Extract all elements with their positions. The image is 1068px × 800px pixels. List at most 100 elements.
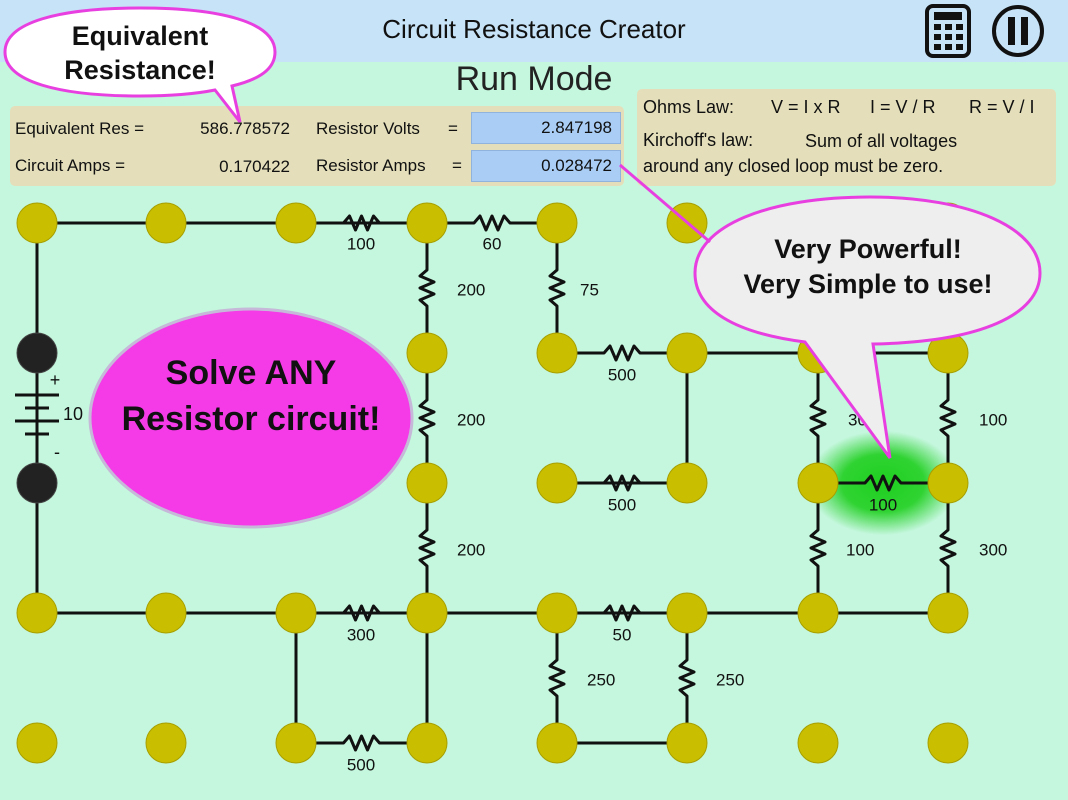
circuit-node[interactable] (927, 462, 969, 504)
resistor-r4[interactable] (548, 223, 566, 353)
resistor-r14[interactable] (296, 604, 427, 622)
resistor-amps-label: Resistor Amps (316, 156, 426, 175)
mode-title: Run Mode (455, 60, 613, 98)
circuit-node[interactable] (536, 332, 578, 374)
equivalent-callout (3, 6, 277, 123)
circuit-node[interactable] (275, 592, 317, 634)
circuit-node[interactable] (16, 722, 58, 764)
calculator-icon[interactable] (924, 3, 972, 64)
resistor-amps-equals: = (452, 156, 462, 175)
resistor-r3[interactable] (418, 223, 436, 353)
circuit-node[interactable] (666, 592, 708, 634)
resistor-value-r18: 500 (347, 755, 375, 774)
circuit-node[interactable] (275, 202, 317, 244)
resistor-value-r9: 500 (608, 495, 636, 514)
circuit-node[interactable] (406, 202, 448, 244)
circuit-node[interactable] (797, 462, 839, 504)
resistor-r9[interactable] (557, 474, 687, 492)
resistor-value-r11: 200 (457, 540, 485, 559)
solve-text: Solve ANY Resistor circuit! (86, 350, 416, 442)
circuit-amps-label: Circuit Amps = (15, 156, 126, 175)
selected-resistor-glow (808, 431, 958, 535)
battery-plus-sign: + (50, 370, 61, 390)
powerful-callout-line1: Very Powerful! (774, 234, 962, 264)
circuit-node[interactable] (797, 722, 839, 764)
battery-terminal-node[interactable] (16, 332, 58, 374)
resistor-value-r16: 250 (587, 670, 615, 689)
resistor-value-r13: 300 (979, 540, 1007, 559)
ohms-formula-v: V = I x R (771, 97, 841, 117)
resistor-volts-value: 2.847198 (471, 112, 621, 144)
battery-voltage: 10 (63, 404, 83, 424)
resistor-value-r17: 250 (716, 670, 744, 689)
powerful-callout-text: Very Powerful! Very Simple to use! (696, 232, 1040, 302)
resistor-value-r2: 60 (483, 234, 502, 253)
resistor-value-r15: 50 (613, 625, 632, 644)
circuit-node[interactable] (666, 722, 708, 764)
resistor-value-r3: 200 (457, 280, 485, 299)
ohms-law-label: Ohms Law: (643, 97, 735, 117)
circuit-node[interactable] (145, 722, 187, 764)
circuit-node[interactable] (536, 722, 578, 764)
circuit-node[interactable] (536, 592, 578, 634)
ohms-formula-r: R = V / I (969, 97, 1035, 117)
battery-minus-sign: - (54, 442, 60, 462)
powerful-callout (619, 163, 1042, 459)
resistor-r17[interactable] (678, 613, 696, 743)
resistor-value-r1: 100 (347, 234, 375, 253)
battery-terminal-node[interactable] (16, 462, 58, 504)
circuit-node[interactable] (666, 332, 708, 374)
resistor-r18[interactable] (296, 734, 427, 752)
resistor-r2[interactable] (427, 214, 557, 232)
circuit-node[interactable] (666, 462, 708, 504)
resistor-value-r6: 200 (457, 410, 485, 429)
resistor-value-r14: 300 (347, 625, 375, 644)
resistor-r16[interactable] (548, 613, 566, 743)
resistor-r11[interactable] (418, 483, 436, 613)
circuit-node[interactable] (406, 592, 448, 634)
resistor-r1[interactable] (296, 214, 427, 232)
resistor-r13[interactable] (939, 483, 957, 613)
equivalent-res-value: 586.778572 (200, 119, 290, 138)
circuit-node[interactable] (406, 462, 448, 504)
circuit-node[interactable] (927, 722, 969, 764)
circuit-node[interactable] (145, 592, 187, 634)
resistor-r10[interactable] (818, 474, 948, 492)
circuit-node[interactable] (275, 722, 317, 764)
laws-panel (637, 89, 1056, 186)
circuit-node[interactable] (536, 202, 578, 244)
equivalent-callout-text: Equivalent Resistance! (5, 19, 275, 87)
kirchoff-text-line2: around any closed loop must be zero. (643, 156, 944, 176)
circuit-node[interactable] (16, 202, 58, 244)
resistor-r12[interactable] (809, 483, 827, 613)
resistor-r6[interactable] (418, 353, 436, 483)
equivalent-callout-line1: Equivalent (71, 21, 209, 51)
powerful-callout-line2: Very Simple to use! (743, 269, 993, 299)
resistor-r5[interactable] (557, 344, 687, 362)
solve-line2: Resistor circuit! (121, 400, 381, 438)
circuit-amps-value: 0.170422 (219, 157, 290, 176)
resistor-value-r5: 500 (608, 365, 636, 384)
resistor-value-r10: 100 (869, 495, 897, 514)
circuit-node[interactable] (406, 332, 448, 374)
pause-icon[interactable] (990, 3, 1046, 64)
circuit-node[interactable] (797, 592, 839, 634)
circuit-node[interactable] (145, 202, 187, 244)
resistor-r7[interactable] (809, 353, 827, 483)
resistor-volts-label: Resistor Volts (316, 119, 420, 138)
equivalent-res-label: Equivalent Res = (15, 119, 144, 138)
resistor-value-r4: 75 (580, 280, 599, 299)
resistor-volts-equals: = (448, 119, 458, 138)
solve-bubble (88, 307, 414, 529)
circuit-node[interactable] (16, 592, 58, 634)
resistor-value-r12: 100 (846, 540, 874, 559)
circuit-node[interactable] (927, 592, 969, 634)
resistor-r15[interactable] (557, 604, 687, 622)
equivalent-callout-line2: Resistance! (64, 55, 216, 85)
resistor-r8[interactable] (939, 353, 957, 483)
kirchoff-law-label: Kirchoff's law: (643, 130, 754, 150)
resistor-value-r8: 100 (979, 410, 1007, 429)
circuit-node[interactable] (536, 462, 578, 504)
circuit-node[interactable] (406, 722, 448, 764)
app-title: Circuit Resistance Creator (382, 14, 686, 44)
